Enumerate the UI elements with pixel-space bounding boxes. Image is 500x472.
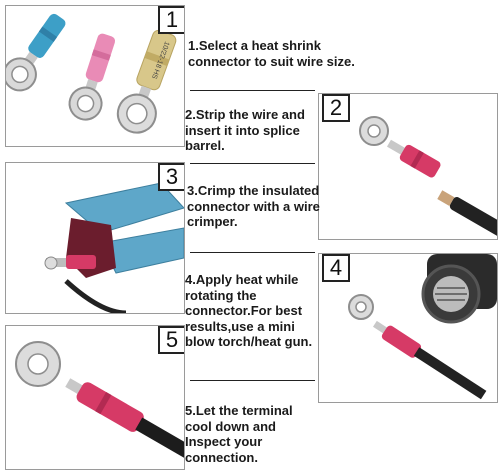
step-4-badge: 4: [322, 254, 350, 282]
step-4-text: 4.Apply heat while rotating the connecto…: [185, 272, 313, 349]
divider: [190, 252, 315, 253]
step-1-text: 1.Select a heat shrink connector to suit…: [188, 38, 355, 69]
step-3-badge: 3: [158, 163, 184, 191]
step-3-text: 3.Crimp the insulated connector with a w…: [187, 183, 320, 229]
step-2-badge: 2: [322, 94, 350, 122]
step-2-text: 2.Strip the wire and insert it into spli…: [185, 107, 305, 153]
step-1-image-panel: 10/22-18 HS 1: [5, 5, 185, 147]
step-4-image-panel: 4: [318, 253, 498, 403]
divider: [190, 163, 315, 164]
step-2-image-panel: 2: [318, 93, 498, 240]
heat-gun-illustration: [348, 254, 497, 400]
divider: [190, 380, 315, 381]
step-1-badge: 1: [158, 6, 184, 34]
wire-into-barrel-illustration: [359, 116, 497, 237]
finished-connection-illustration: [15, 341, 184, 469]
step-5-image-panel: 5: [5, 325, 185, 470]
three-ring-terminals-illustration: 10/22-18 HS: [6, 13, 177, 134]
step-5-text: 5.Let the terminal cool down and Inspect…: [185, 403, 293, 465]
step-5-badge: 5: [158, 326, 184, 354]
step-3-image-panel: 3: [5, 162, 185, 314]
crimper-tool-illustration: [44, 182, 184, 313]
divider: [190, 90, 315, 91]
